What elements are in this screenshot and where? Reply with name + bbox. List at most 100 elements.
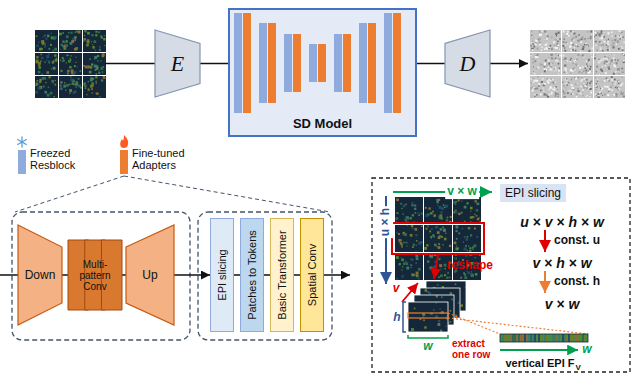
output-noise-grid (555, 89, 557, 91)
output-noise-grid (584, 68, 586, 70)
output-noise-grid (581, 38, 583, 40)
unet-resblocks (293, 34, 301, 92)
epi-strip (532, 334, 534, 342)
output-noise-grid (611, 79, 613, 81)
input-light-field-grid (46, 59, 47, 60)
output-noise-grid (605, 86, 606, 87)
unet-resblocks (318, 44, 326, 82)
input-light-field-grid (87, 39, 90, 42)
output-noise-grid (540, 34, 542, 36)
output-noise-grid (551, 54, 553, 56)
output-noise-grid (555, 33, 557, 35)
output-noise-grid (618, 71, 620, 73)
output-noise-grid (589, 68, 591, 70)
output-noise-grid (565, 78, 567, 80)
output-noise-grid (585, 65, 587, 67)
output-noise-grid (586, 44, 587, 45)
input-light-field-grid (54, 84, 56, 86)
output-noise-grid (572, 87, 574, 89)
output-noise-grid (566, 78, 567, 79)
output-noise-grid (618, 81, 620, 83)
output-noise-grid (590, 31, 592, 33)
epi-strip (580, 334, 582, 342)
output-noise-grid (546, 33, 547, 34)
light-field-grid (456, 245, 457, 246)
output-noise-grid (585, 70, 587, 72)
down-block: Down (18, 225, 62, 325)
output-noise-grid (618, 30, 620, 32)
step-label: extract one row (452, 338, 498, 360)
output-noise-grid (583, 87, 584, 88)
light-field-grid (469, 247, 471, 249)
input-light-field-grid (37, 45, 39, 47)
input-light-field-grid (46, 71, 49, 74)
output-noise-grid (544, 30, 546, 32)
output-noise-grid (590, 81, 591, 82)
output-noise-grid (621, 47, 623, 49)
output-noise-grid (541, 64, 543, 66)
light-field-grid (455, 204, 456, 205)
input-light-field-grid (52, 82, 54, 84)
output-noise-grid (575, 63, 577, 65)
output-noise-grid (544, 63, 546, 65)
output-noise-grid (531, 54, 532, 55)
input-light-field-grid (44, 91, 47, 94)
output-noise-grid (575, 77, 577, 79)
light-field-grid (445, 205, 448, 208)
output-noise-grid (598, 32, 599, 33)
output-noise-grid (559, 49, 560, 50)
input-light-field-grid (95, 34, 97, 36)
output-noise-grid (548, 82, 550, 84)
output-noise-grid (575, 69, 576, 70)
light-field-grid (413, 244, 415, 246)
input-light-field-grid (56, 58, 58, 60)
light-field-grid (426, 245, 427, 246)
output-noise-grid (623, 54, 625, 56)
output-noise-grid (594, 30, 625, 52)
input-light-field-grid (53, 96, 54, 97)
output-noise-grid (616, 87, 618, 89)
output-noise-grid (588, 89, 589, 90)
input-light-field-grid (96, 82, 97, 83)
output-noise-grid (598, 93, 600, 95)
view-stack (408, 302, 448, 332)
output-noise-grid (617, 59, 618, 60)
snowflake-icon (18, 137, 27, 147)
output-noise-grid (603, 44, 604, 45)
light-field-grid (396, 256, 399, 259)
light-field-grid (468, 246, 469, 247)
input-light-field-grid (94, 40, 97, 43)
epi-strip (558, 334, 560, 342)
light-field-grid (415, 234, 417, 236)
width-bracket (408, 335, 448, 338)
input-light-field-grid (99, 46, 100, 47)
input-light-field-grid (35, 30, 106, 98)
light-field-grid (431, 238, 432, 239)
output-noise-grid (601, 30, 603, 32)
output-noise-grid (595, 85, 597, 87)
epi-strip (506, 334, 508, 342)
width-axis-arrow (500, 349, 578, 351)
unet-resblocks (284, 34, 292, 92)
output-noise-grid (552, 79, 554, 81)
sd-model-background (228, 8, 417, 137)
output-noise-grid (614, 71, 616, 73)
output-noise-grid (551, 69, 553, 71)
output-noise-grid (534, 43, 536, 45)
view-stack (450, 310, 452, 312)
input-light-field-grid (84, 30, 86, 32)
input-light-field-grid (69, 66, 71, 68)
input-light-field-grid (36, 56, 38, 58)
output-noise-grid (588, 83, 590, 85)
output-noise-grid (571, 84, 573, 86)
light-field-grid (466, 238, 469, 241)
input-light-field-grid (60, 49, 61, 50)
light-field-grid (403, 262, 406, 265)
output-noise-grid (576, 56, 577, 57)
output-noise-grid (611, 45, 612, 46)
input-light-field-grid (39, 48, 42, 51)
light-field-grid (418, 242, 421, 245)
connector (62, 274, 68, 276)
output-noise-grid (557, 96, 558, 97)
light-field-grid (441, 236, 443, 238)
